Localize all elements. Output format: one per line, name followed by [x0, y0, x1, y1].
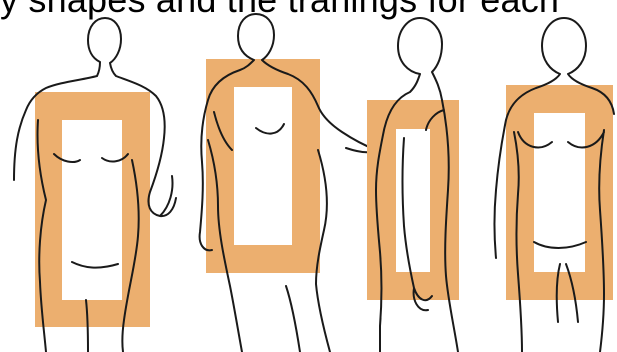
figure-3	[367, 18, 459, 352]
figure-2	[200, 14, 376, 352]
figure-2-frame	[206, 59, 320, 273]
figure-1	[14, 18, 176, 352]
figure-1-frame	[35, 92, 150, 327]
figure-4	[495, 18, 615, 352]
caption-text: y shapes and the tranings for each	[0, 0, 617, 22]
